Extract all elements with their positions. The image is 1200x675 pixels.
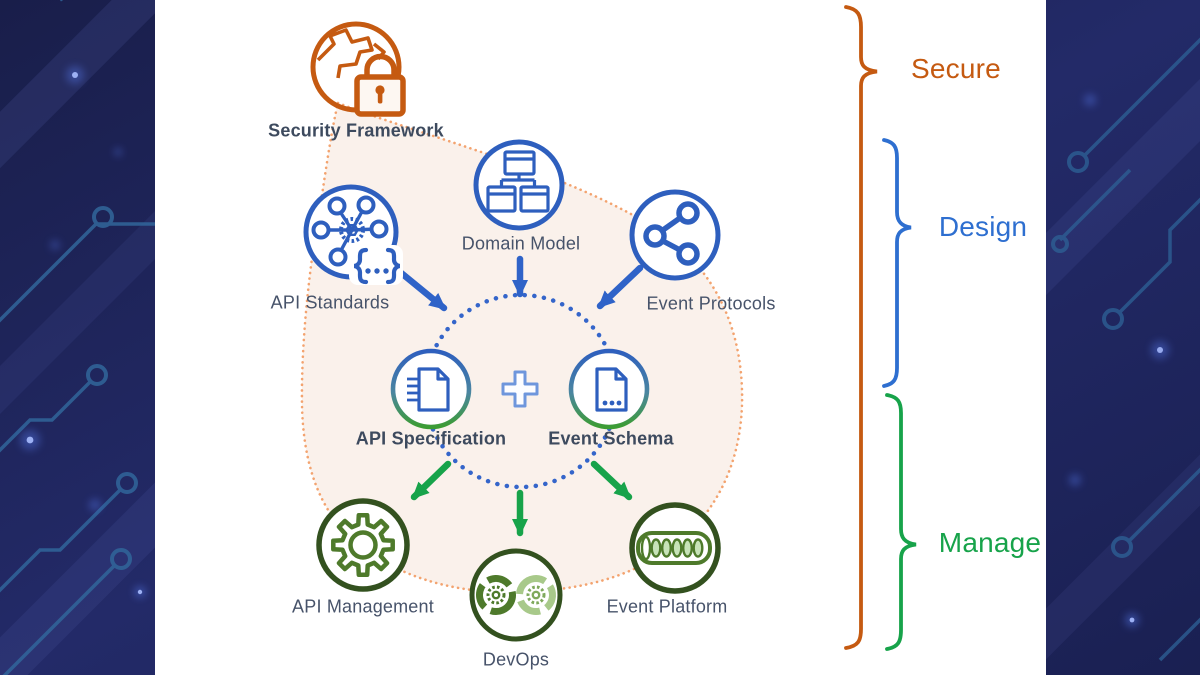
arrow-event-protocols-to-center (596, 264, 644, 310)
event-protocols-label: Event Protocols (646, 293, 776, 314)
arrow-center-to-event-platform (590, 460, 633, 501)
api-standards-label: API Standards (270, 292, 390, 313)
plus-icon (501, 370, 539, 408)
manage-brace (885, 393, 917, 651)
api-management-label: API Management (292, 596, 434, 617)
glow-dots-left (20, 66, 146, 598)
spec-document-icon (390, 348, 472, 430)
hierarchy-boxes-icon (473, 139, 565, 231)
design-phase-label: Design (938, 211, 1028, 242)
glow-dots-right (1069, 94, 1169, 627)
arrow-api-standards-to-center (396, 268, 448, 312)
api-specification-label: API Specification (355, 428, 507, 449)
security-framework-label: Security Framework (268, 120, 444, 141)
secure-phase-label: Secure (911, 53, 1001, 84)
gear-icon (316, 498, 410, 592)
secure-brace (844, 5, 878, 650)
manage-phase-label: Manage (938, 527, 1042, 558)
arrow-center-to-api-management (410, 460, 452, 501)
domain-model-label: Domain Model (461, 233, 581, 254)
design-brace (882, 138, 912, 388)
devops-infinity-icon (469, 548, 563, 642)
schema-document-icon (568, 348, 650, 430)
event-log-icon (629, 502, 721, 594)
devops-label: DevOps (482, 649, 550, 670)
event-schema-label: Event Schema (548, 428, 674, 449)
globe-lock-icon (310, 21, 406, 117)
share-nodes-icon (629, 189, 721, 281)
api-hub-braces-icon (303, 184, 403, 285)
event-platform-label: Event Platform (606, 596, 728, 617)
